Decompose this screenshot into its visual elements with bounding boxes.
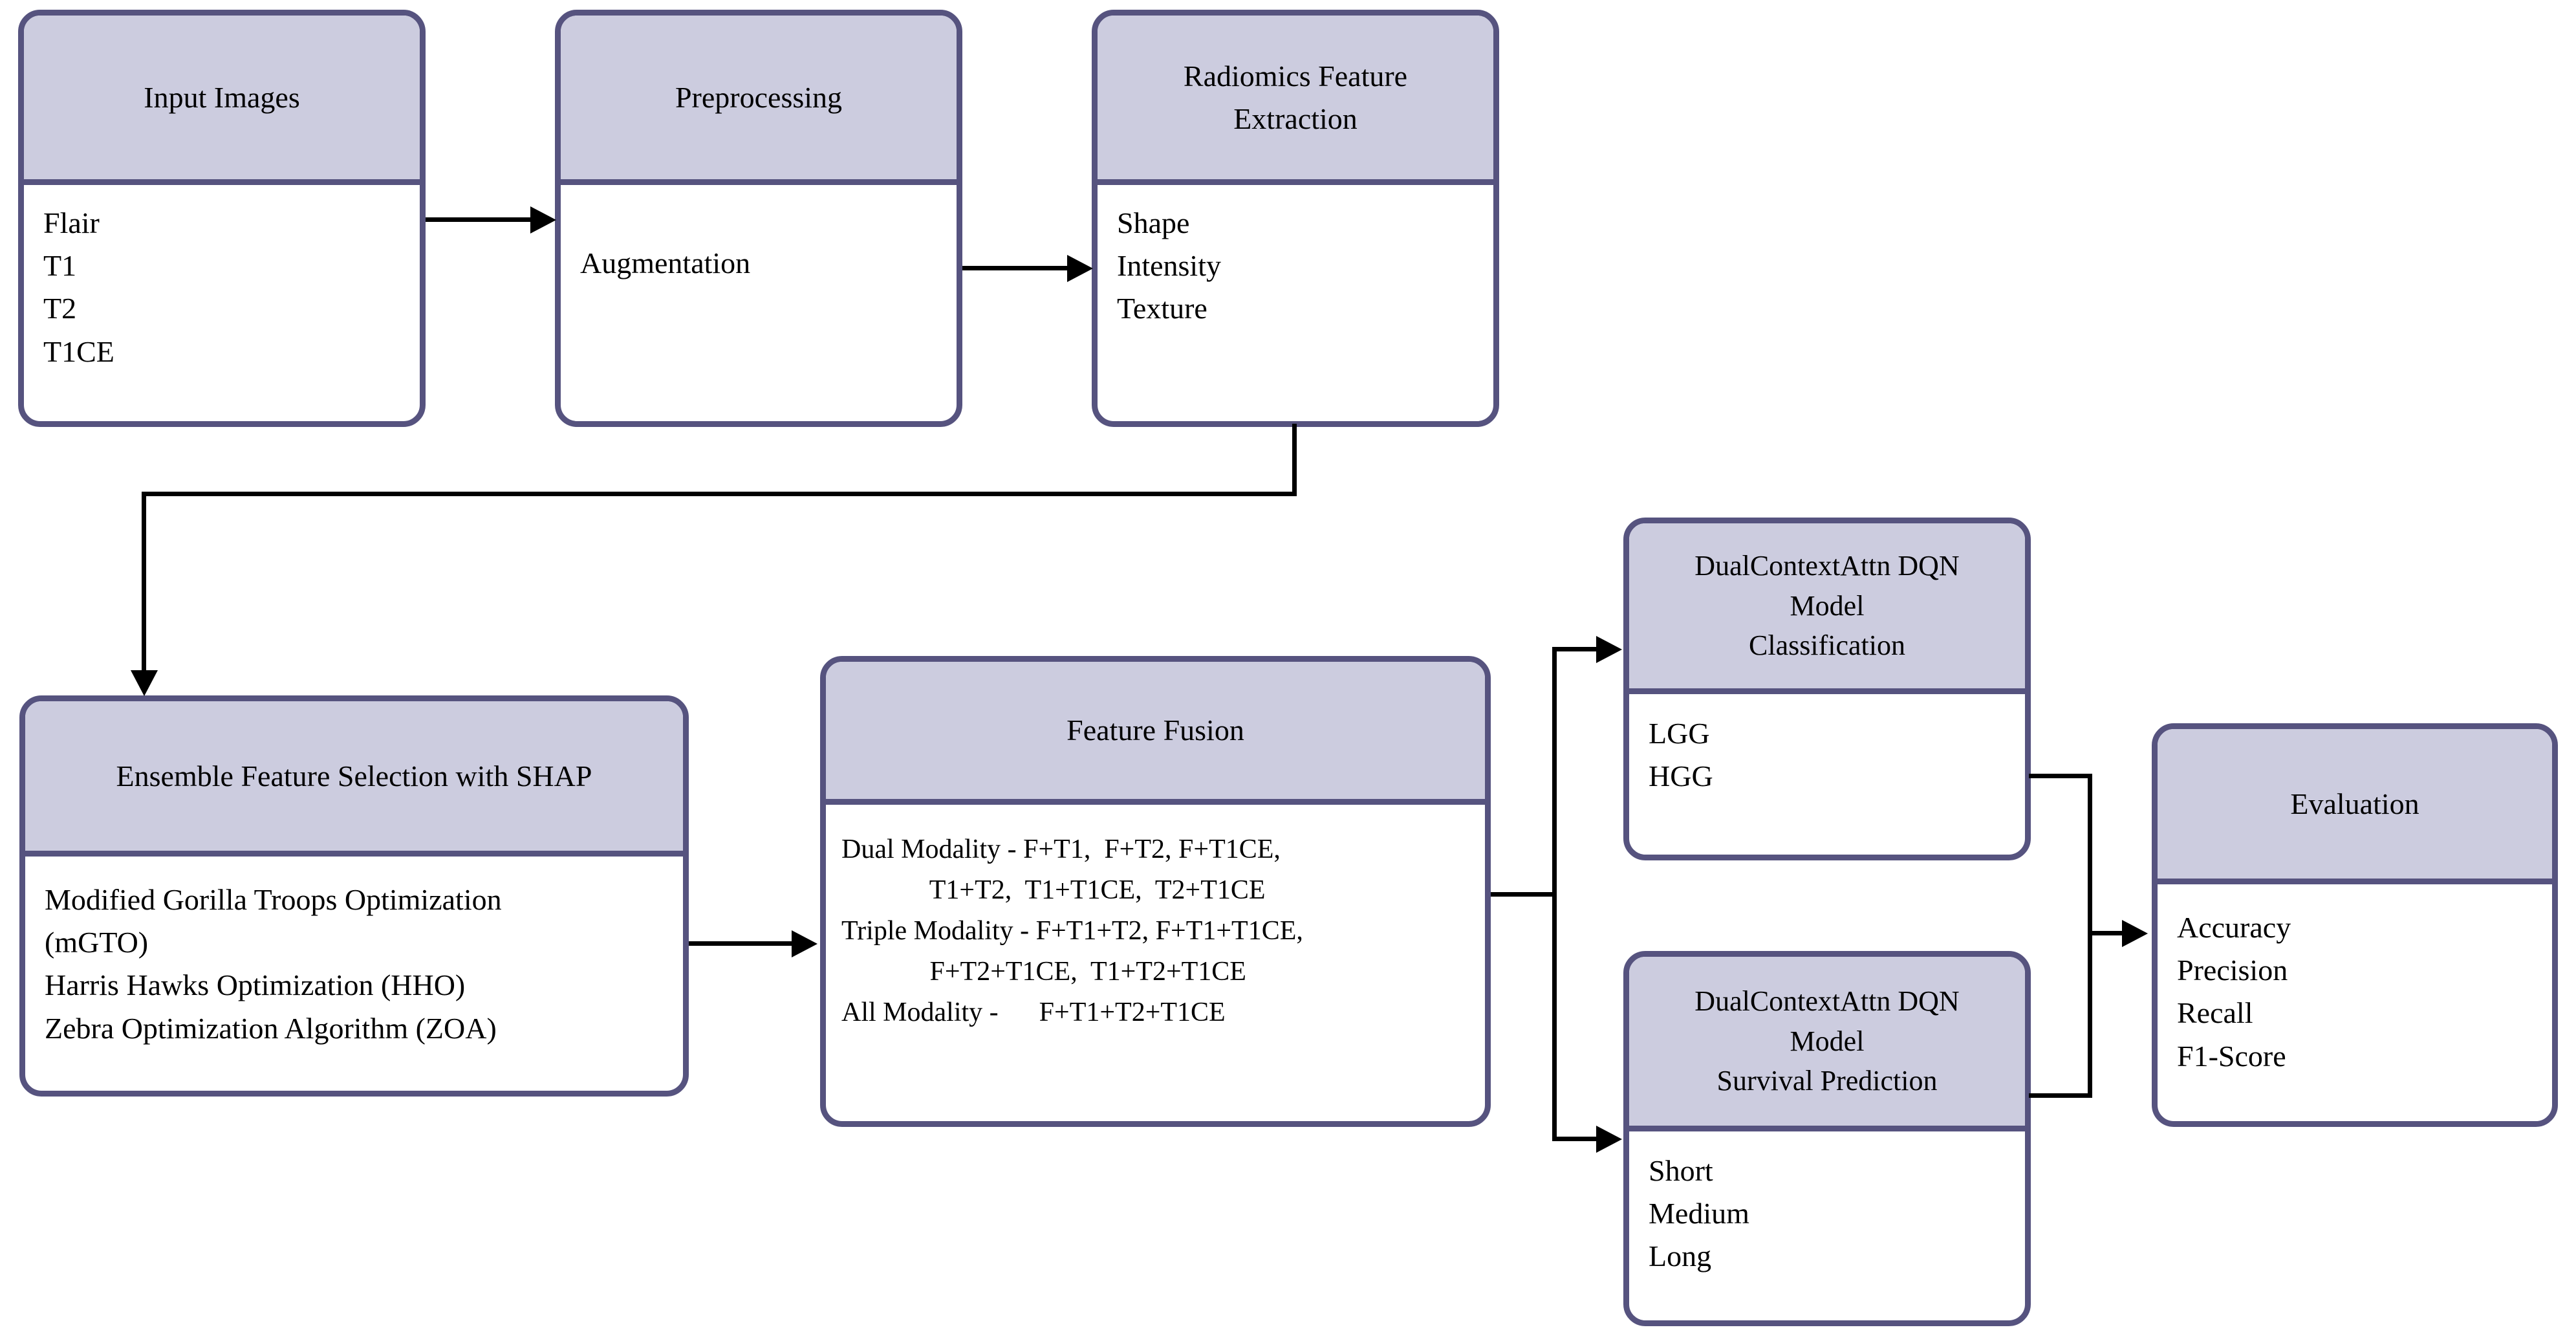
node-evaluation[interactable]: Evaluation Accuracy Precision Recall F1-… bbox=[2152, 723, 2558, 1127]
node-feature-fusion-body-line-3: Triple Modality - F+T1+T2, F+T1+T1CE, bbox=[841, 916, 1303, 946]
node-input-images[interactable]: Input Images Flair T1 T2 T1CE bbox=[18, 10, 426, 427]
node-dqn-survival-header-line-3: Survival Prediction bbox=[1716, 1065, 1938, 1097]
node-preprocessing-body: Augmentation bbox=[561, 185, 957, 285]
node-preprocessing[interactable]: Preprocessing Augmentation bbox=[555, 10, 962, 427]
node-input-images-body-line-4: T1CE bbox=[43, 334, 114, 368]
node-input-images-body: Flair T1 T2 T1CE bbox=[24, 185, 420, 373]
node-ensemble-body-line-4: Zebra Optimization Algorithm (ZOA) bbox=[45, 1011, 497, 1045]
node-radiomics-body: Shape Intensity Texture bbox=[1098, 185, 1493, 331]
node-dqn-survival-body-line-2: Medium bbox=[1649, 1197, 1749, 1230]
edge-merge-to-evaluation-line bbox=[2088, 931, 2125, 935]
node-feature-fusion[interactable]: Feature Fusion Dual Modality - F+T1, F+T… bbox=[820, 656, 1491, 1127]
node-dqn-classification-body-line-2: HGG bbox=[1649, 759, 1713, 793]
node-ensemble-feature-selection[interactable]: Ensemble Feature Selection with SHAP Mod… bbox=[19, 695, 689, 1097]
node-dqn-survival-header-line-2: Model bbox=[1790, 1025, 1865, 1057]
node-dqn-survival-body-line-3: Long bbox=[1649, 1239, 1712, 1273]
edge-survival-to-merge-line bbox=[2029, 1093, 2092, 1098]
edge-ensemble-to-fusion-line bbox=[689, 941, 796, 946]
node-feature-fusion-body-line-5: All Modality - F+T1+T2+T1CE bbox=[841, 998, 1226, 1027]
node-ensemble-body-line-1: Modified Gorilla Troops Optimization bbox=[45, 883, 502, 916]
node-dqn-classification-body-line-1: LGG bbox=[1649, 717, 1710, 750]
node-dqn-classification-body: LGG HGG bbox=[1629, 694, 2025, 798]
node-dqn-survival-header: DualContextAttn DQN Model Survival Predi… bbox=[1629, 957, 2025, 1131]
node-radiomics-header: Radiomics Feature Extraction bbox=[1098, 16, 1493, 185]
edge-merge-spine bbox=[2088, 774, 2092, 1098]
node-evaluation-body-line-1: Accuracy bbox=[2177, 911, 2291, 944]
edge-preprocessing-to-radiomics-line bbox=[962, 266, 1071, 270]
node-evaluation-body-line-4: F1-Score bbox=[2177, 1039, 2286, 1073]
node-ensemble-body-line-3: Harris Hawks Optimization (HHO) bbox=[45, 968, 466, 1002]
edge-radiomics-to-ensemble-arrowhead bbox=[131, 670, 158, 696]
node-dqn-survival-body-line-1: Short bbox=[1649, 1154, 1713, 1187]
node-ensemble-body: Modified Gorilla Troops Optimization (mG… bbox=[25, 857, 683, 1050]
node-dqn-classification[interactable]: DualContextAttn DQN Model Classification… bbox=[1623, 518, 2031, 860]
node-dqn-classification-header: DualContextAttn DQN Model Classification bbox=[1629, 523, 2025, 694]
edge-input-to-preprocessing-line bbox=[426, 217, 534, 222]
node-feature-fusion-header: Feature Fusion bbox=[826, 662, 1485, 805]
node-radiomics-feature-extraction[interactable]: Radiomics Feature Extraction Shape Inten… bbox=[1092, 10, 1499, 427]
node-input-images-body-line-1: Flair bbox=[43, 206, 100, 239]
node-ensemble-header: Ensemble Feature Selection with SHAP bbox=[25, 701, 683, 857]
node-dqn-survival-body: Short Medium Long bbox=[1629, 1131, 2025, 1278]
node-radiomics-body-line-2: Intensity bbox=[1117, 249, 1221, 283]
node-radiomics-header-line-1: Radiomics Feature bbox=[1183, 60, 1408, 93]
edge-input-to-preprocessing-arrowhead bbox=[530, 206, 556, 234]
node-radiomics-body-line-1: Shape bbox=[1117, 206, 1190, 239]
node-input-images-body-line-3: T2 bbox=[43, 292, 77, 325]
node-radiomics-body-line-3: Texture bbox=[1117, 292, 1207, 325]
edge-fusion-fork-stem bbox=[1491, 892, 1557, 897]
node-evaluation-body: Accuracy Precision Recall F1-Score bbox=[2158, 884, 2552, 1078]
node-ensemble-header-line-1: Ensemble Feature Selection with SHAP bbox=[116, 759, 592, 792]
node-input-images-header-line-1: Input Images bbox=[144, 80, 300, 114]
edge-fusion-to-survival-arrowhead bbox=[1596, 1126, 1622, 1153]
node-evaluation-body-line-2: Precision bbox=[2177, 954, 2288, 987]
node-dqn-survival-prediction[interactable]: DualContextAttn DQN Model Survival Predi… bbox=[1623, 951, 2031, 1326]
node-input-images-header: Input Images bbox=[24, 16, 420, 185]
node-feature-fusion-body-line-4: F+T2+T1CE, T1+T2+T1CE bbox=[841, 957, 1246, 987]
node-preprocessing-header-line-1: Preprocessing bbox=[675, 80, 843, 114]
edge-fusion-to-classification-line bbox=[1552, 647, 1599, 651]
node-evaluation-body-line-3: Recall bbox=[2177, 996, 2253, 1030]
edge-fusion-to-classification-arrowhead bbox=[1596, 636, 1622, 663]
node-evaluation-header-line-1: Evaluation bbox=[2290, 787, 2419, 820]
edge-radiomics-to-ensemble-segment-down-1 bbox=[1292, 424, 1297, 496]
node-dqn-survival-header-line-1: DualContextAttn DQN bbox=[1694, 985, 1960, 1018]
node-input-images-body-line-2: T1 bbox=[43, 249, 77, 283]
edge-fusion-fork-spine bbox=[1552, 647, 1557, 1141]
node-preprocessing-body-line-1: Augmentation bbox=[580, 246, 751, 279]
node-feature-fusion-header-line-1: Feature Fusion bbox=[1066, 714, 1244, 747]
node-feature-fusion-body: Dual Modality - F+T1, F+T2, F+T1CE, T1+T… bbox=[826, 805, 1485, 1033]
edge-preprocessing-to-radiomics-arrowhead bbox=[1067, 255, 1093, 282]
node-dqn-classification-header-line-1: DualContextAttn DQN bbox=[1694, 550, 1960, 582]
node-radiomics-header-line-2: Extraction bbox=[1233, 102, 1358, 135]
edge-radiomics-to-ensemble-segment-left bbox=[142, 492, 1297, 496]
edge-radiomics-to-ensemble-segment-down-2 bbox=[142, 492, 146, 678]
edge-fusion-to-survival-line bbox=[1552, 1137, 1599, 1141]
node-ensemble-body-line-2: (mGTO) bbox=[45, 926, 149, 959]
node-dqn-classification-header-line-3: Classification bbox=[1749, 629, 1905, 662]
node-feature-fusion-body-line-2: T1+T2, T1+T1CE, T2+T1CE bbox=[841, 875, 1266, 905]
edge-merge-to-evaluation-arrowhead bbox=[2122, 920, 2148, 947]
node-dqn-classification-header-line-2: Model bbox=[1790, 589, 1865, 622]
node-evaluation-header: Evaluation bbox=[2158, 729, 2552, 884]
node-preprocessing-header: Preprocessing bbox=[561, 16, 957, 185]
node-feature-fusion-body-line-1: Dual Modality - F+T1, F+T2, F+T1CE, bbox=[841, 835, 1281, 864]
edge-classification-to-merge-line bbox=[2029, 774, 2092, 778]
edge-ensemble-to-fusion-arrowhead bbox=[792, 930, 817, 957]
